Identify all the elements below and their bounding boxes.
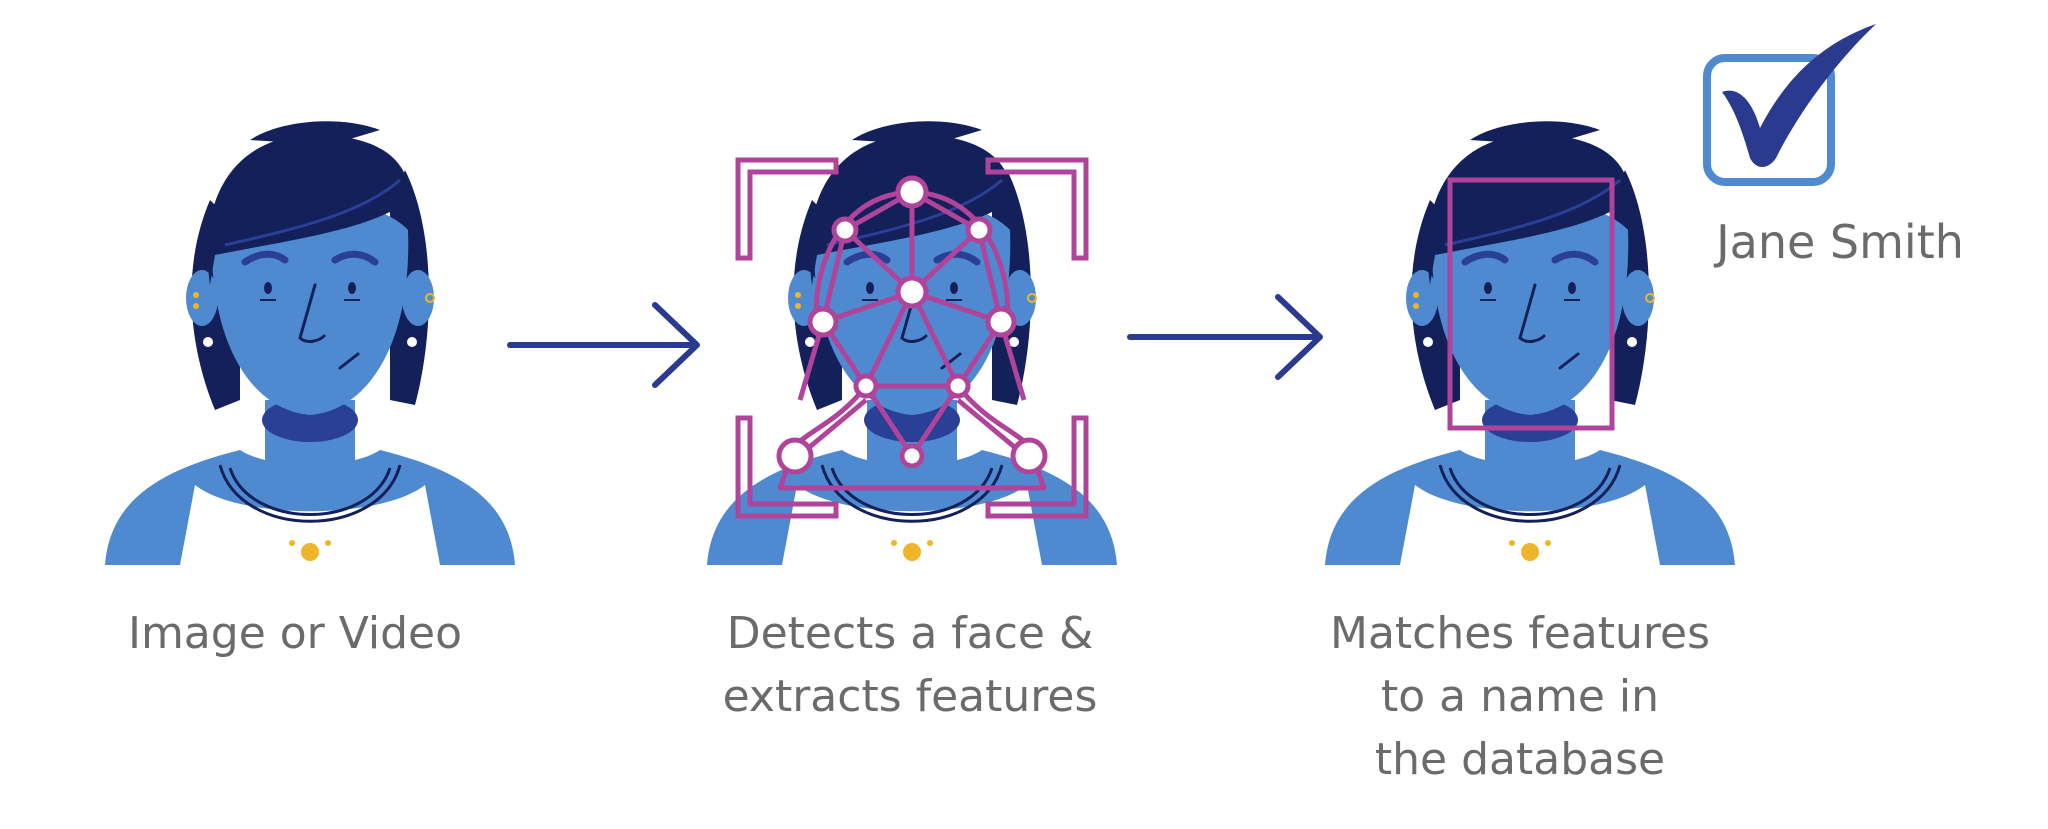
face-detection-frame	[735, 157, 1089, 519]
arrow-right-icon	[507, 302, 700, 388]
caption-line: Matches features	[1329, 608, 1710, 659]
checkmark-box-icon	[1703, 24, 1876, 186]
facial-landmark-mesh	[776, 175, 1048, 491]
step-caption-detect: Detects a face & extracts features	[690, 602, 1130, 728]
caption-line: Detects a face &	[726, 608, 1094, 659]
caption-line: extracts features	[722, 671, 1098, 722]
matched-name-label: Jane Smith	[1716, 215, 1964, 269]
caption-line: to a name in	[1381, 671, 1659, 722]
person-input-illustration	[105, 121, 515, 565]
matched-face-box	[1447, 177, 1615, 431]
step-caption-input: Image or Video	[95, 602, 495, 665]
person-match-illustration	[1325, 121, 1735, 565]
arrow-right-icon	[1127, 294, 1323, 380]
caption-line: Image or Video	[127, 608, 463, 659]
step-caption-match: Matches features to a name in the databa…	[1290, 602, 1750, 791]
caption-line: the database	[1374, 734, 1666, 785]
